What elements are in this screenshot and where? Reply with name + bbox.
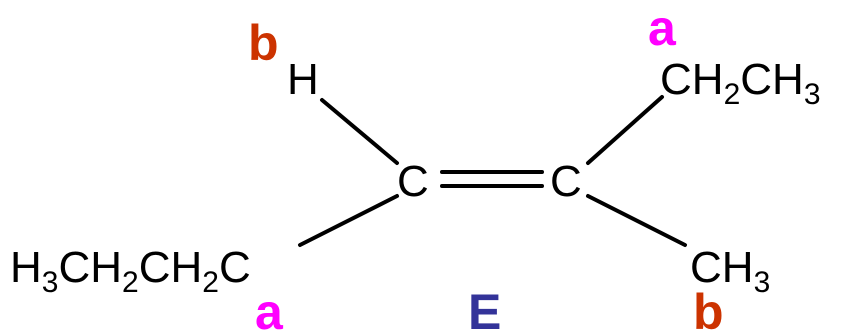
methyl-group: CH3 <box>690 243 770 299</box>
configuration-label: E <box>468 284 501 333</box>
priority-label-left-top: b <box>248 15 279 71</box>
right-carbon-atom: C <box>550 157 582 206</box>
ethyl-group: CH2CH3 <box>660 55 821 111</box>
propyl-sub-2a: 2 <box>122 266 139 299</box>
ethyl-sub-2: 2 <box>724 78 741 111</box>
hydrogen-atom: H <box>287 55 319 104</box>
left-carbon-atom: C <box>397 157 429 206</box>
bonds <box>298 95 687 247</box>
propyl-c: C <box>219 243 251 292</box>
propyl-sub-2b: 2 <box>202 266 219 299</box>
priority-label-left-bottom: a <box>255 284 284 333</box>
bond-right-carbon-to-ethyl <box>586 95 664 165</box>
bond-chain-to-left-carbon <box>298 194 399 247</box>
propyl-chain: H3CH2CH2C <box>10 243 251 299</box>
propyl-ch-2: CH <box>139 243 203 292</box>
priority-label-right-bottom: b <box>693 284 724 333</box>
ethyl-ch: CH <box>660 55 724 104</box>
propyl-sub-3: 3 <box>42 266 59 299</box>
propyl-h: H <box>10 243 42 292</box>
methyl-ch: CH <box>690 243 754 292</box>
bond-h-to-left-carbon <box>320 98 399 165</box>
bond-right-carbon-to-methyl <box>586 194 687 247</box>
priority-label-right-top: a <box>648 0 677 56</box>
propyl-ch-1: CH <box>58 243 122 292</box>
methyl-sub-3: 3 <box>754 266 771 299</box>
ethyl-sub-3: 3 <box>804 78 821 111</box>
ethyl-ch-tail: CH <box>740 55 804 104</box>
